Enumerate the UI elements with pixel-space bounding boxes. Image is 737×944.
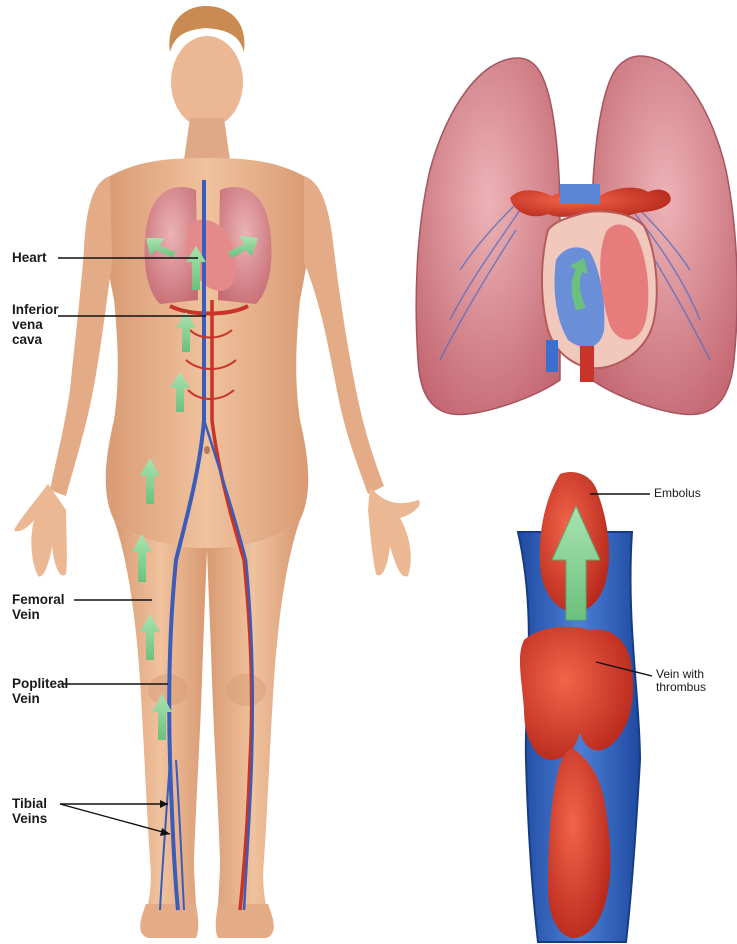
label-tibial-line1: Tibial (12, 796, 47, 811)
label-vein-thrombus-line2: thrombus (656, 681, 706, 694)
navel (204, 446, 210, 454)
trachea (560, 184, 600, 204)
label-heart: Heart (12, 250, 47, 265)
vein-thrombus-detail (518, 472, 640, 942)
left-arm (304, 176, 384, 494)
label-femoral-line1: Femoral (12, 592, 65, 607)
vena-cava-detail (546, 340, 558, 372)
label-ivc-line1: Inferior (12, 302, 59, 317)
label-popliteal-line2: Vein (12, 691, 40, 706)
right-arm (50, 176, 112, 496)
label-femoral-line2: Vein (12, 607, 40, 622)
label-ivc-line3: cava (12, 332, 42, 347)
torso (102, 158, 311, 548)
lung-right-detail (416, 58, 560, 415)
thrombus-upper (520, 627, 633, 760)
human-figure (14, 6, 420, 938)
right-foot (140, 904, 198, 938)
label-embolus: Embolus (654, 487, 701, 500)
lungs-heart-detail (416, 56, 737, 415)
label-ivc-line2: vena (12, 317, 43, 332)
left-knee (226, 674, 266, 706)
neck (184, 118, 230, 160)
right-hand (14, 484, 67, 577)
left-hand (368, 486, 420, 577)
label-tibial-line2: Veins (12, 811, 47, 826)
label-popliteal-line1: Popliteal (12, 676, 68, 691)
aorta-detail (580, 346, 594, 382)
head (171, 36, 243, 128)
